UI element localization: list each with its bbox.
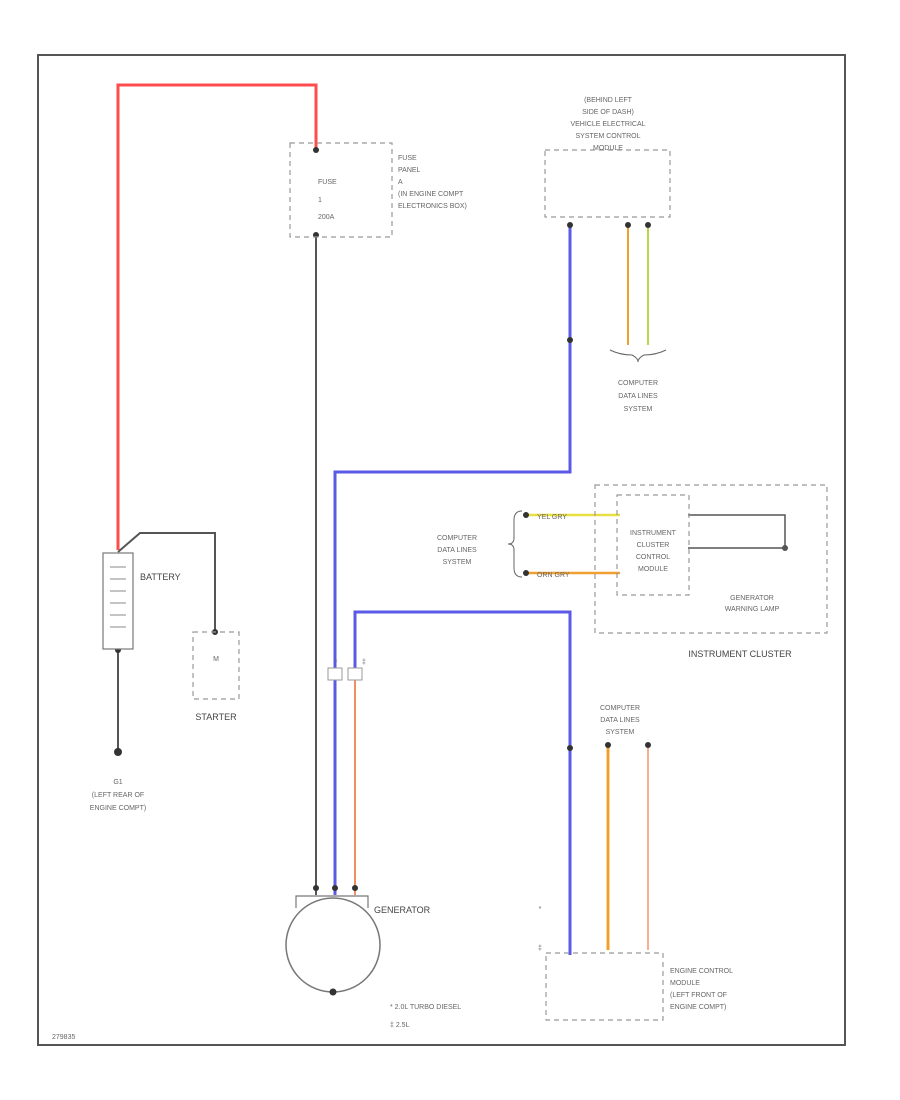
data-lines-label-bottom: COMPUTER DATA LINES SYSTEM <box>600 705 640 736</box>
ground-label: ENGINE COMPT) <box>90 805 146 812</box>
instrument-cluster: INSTRUMENT CLUSTER CONTROL MODULE GENERA… <box>537 484 828 659</box>
starter-motor-symbol: M <box>213 656 219 663</box>
data-lines-label-top: COMPUTER DATA LINES SYSTEM <box>618 380 658 413</box>
ecm-outline <box>545 952 664 1021</box>
data-lines-label: COMPUTER <box>600 705 640 712</box>
fuse-number: 1 <box>318 197 322 204</box>
connector-dot <box>352 885 358 891</box>
starter-outline <box>192 631 240 700</box>
data-lines-label: DATA LINES <box>437 547 477 554</box>
battery-body <box>102 552 134 650</box>
footnote-mark: * <box>335 659 338 666</box>
data-lines-label: DATA LINES <box>618 393 658 400</box>
data-lines-label: SYSTEM <box>624 406 653 413</box>
wire-battery-positive-red <box>116 83 318 550</box>
wire-color-label: YEL GRY <box>537 514 567 521</box>
footnote-mark: * <box>539 906 542 913</box>
starter-label: STARTER <box>195 712 237 722</box>
connector-dot <box>567 337 573 343</box>
connector-dot <box>567 222 573 228</box>
generator-connector <box>327 667 343 681</box>
generator-body <box>285 897 381 993</box>
starter: M STARTER <box>192 631 240 722</box>
generator-connector <box>347 667 363 681</box>
warning-lamp-label: GENERATOR <box>730 595 774 602</box>
diagram-id: 279835 <box>52 1034 75 1041</box>
vecm-label: SYSTEM CONTROL <box>576 133 641 140</box>
fuse-panel-label: A <box>398 179 403 186</box>
fuse-panel-label: FUSE <box>398 155 417 162</box>
connector-dot <box>645 222 651 228</box>
connector-dot <box>523 570 529 576</box>
battery: BATTERY <box>102 552 181 650</box>
vecm-label: VEHICLE ELECTRICAL <box>570 121 645 128</box>
wire-generator-ecm-blue <box>353 610 572 955</box>
ecm-label: ENGINE CONTROL <box>670 968 733 975</box>
data-lines-label-mid: COMPUTER DATA LINES SYSTEM <box>437 535 477 566</box>
vehicle-electrical-system-control-module: (BEHIND LEFT SIDE OF DASH) VEHICLE ELECT… <box>544 97 671 218</box>
data-lines-label: DATA LINES <box>600 717 640 724</box>
ground-icon <box>114 748 122 756</box>
ground-label: (LEFT REAR OF <box>92 792 144 799</box>
data-lines-label: SYSTEM <box>443 559 472 566</box>
wire-battery-starter <box>117 532 216 632</box>
connector-dot <box>523 512 529 518</box>
fuse-label: FUSE <box>318 179 337 186</box>
generator-terminal-block <box>295 895 369 908</box>
connector-dot <box>605 742 611 748</box>
icm-label: INSTRUMENT <box>630 530 677 537</box>
footnote-mark: ‡ <box>538 945 542 952</box>
data-lines-label: SYSTEM <box>606 729 635 736</box>
fuse-rating: 200A <box>318 214 335 221</box>
fuse-panel: FUSE 1 200A FUSE PANEL A (IN ENGINE COMP… <box>289 142 467 238</box>
fuse-panel-label: (IN ENGINE COMPT <box>398 191 464 198</box>
generator-label: GENERATOR <box>374 905 431 915</box>
data-lines-label: COMPUTER <box>437 535 477 542</box>
icm-outline <box>616 494 690 596</box>
ground-g1: G1 (LEFT REAR OF ENGINE COMPT) <box>90 748 146 812</box>
fuse-panel-label: PANEL <box>398 167 421 174</box>
wire-color-label: ORN GRY <box>537 572 570 579</box>
icm-label: MODULE <box>638 566 668 573</box>
vecm-outline <box>544 149 671 218</box>
data-lines-label: COMPUTER <box>618 380 658 387</box>
wire-vecm-generator-blue <box>333 225 572 895</box>
engine-control-module: * ‡ ENGINE CONTROL MODULE (LEFT FRONT OF… <box>538 906 733 1021</box>
icm-label: CONTROL <box>636 554 670 561</box>
wires <box>116 83 786 955</box>
battery-label: BATTERY <box>140 572 181 582</box>
instrument-cluster-outline <box>594 484 828 634</box>
vecm-label: SIDE OF DASH) <box>582 109 634 116</box>
connector-dot <box>567 745 573 751</box>
connector-dot <box>625 222 631 228</box>
wire-icm-lamp <box>688 514 786 549</box>
instrument-cluster-label: INSTRUMENT CLUSTER <box>688 649 792 659</box>
ecm-label: (LEFT FRONT OF <box>670 992 727 999</box>
connector-dot <box>313 147 319 153</box>
warning-lamp-icon <box>782 545 788 551</box>
vecm-label: (BEHIND LEFT <box>584 97 633 104</box>
ground-label: G1 <box>113 779 122 786</box>
footnote-mark: ‡ <box>362 659 366 666</box>
vecm-label: MODULE <box>593 145 623 152</box>
data-lines-bracket-mid <box>507 510 523 578</box>
connector-dot <box>332 885 338 891</box>
generator-ground-dot <box>329 988 337 996</box>
connector-dot <box>313 885 319 891</box>
ecm-label: MODULE <box>670 980 700 987</box>
icm-label: CLUSTER <box>637 542 670 549</box>
warning-lamp-label: WARNING LAMP <box>725 606 780 613</box>
fuse-panel-outline <box>289 142 393 238</box>
legend-item: ‡ 2.5L <box>390 1022 410 1029</box>
legend-item: * 2.0L TURBO DIESEL <box>390 1004 461 1011</box>
engine-legend: * 2.0L TURBO DIESEL ‡ 2.5L <box>390 1004 461 1029</box>
fuse-panel-label: ELECTRONICS BOX) <box>398 203 467 210</box>
data-lines-bracket-top <box>609 349 667 363</box>
diagram-frame <box>37 54 846 1046</box>
generator: GENERATOR <box>285 895 431 996</box>
ecm-label: ENGINE COMPT) <box>670 1004 726 1011</box>
connector-dot <box>645 742 651 748</box>
